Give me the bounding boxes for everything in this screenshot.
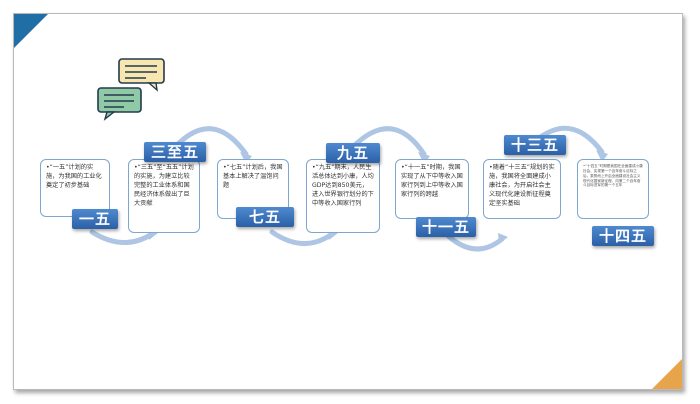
timeline-card-1: •“一五”计划的实施，为我国的工业化奠定了初步基础 [40, 159, 110, 217]
timeline-card-6: •随着“十三五”规划的实施，我国将全面建成小康社会，为开启社会主义现代化建设新征… [483, 159, 561, 219]
timeline-card-7: •“十四五”时期是我国在全面建成小康社会、实现第一个百年奋斗目标之后，乘势而上开… [577, 159, 649, 219]
timeline-label-1: 一五 [72, 209, 118, 229]
connector-arrow-6 [596, 150, 608, 162]
timeline-label-5: 十一五 [416, 217, 476, 237]
timeline-label-4: 九五 [326, 143, 380, 163]
timeline-connectors [89, 125, 608, 252]
corner-triangle-bottom-right [652, 359, 682, 389]
timeline-card-4: •“九五”期末，人民生活总体达到小康，人均GDP达到850美元，进入世界银行划分… [306, 159, 380, 233]
connector-arc-3 [269, 229, 335, 246]
timeline-label-7: 十四五 [592, 226, 654, 246]
timeline-card-5: •“十一五”时期，我国实现了从下中等收入国家行列到上中等收入国家行列的跨越 [395, 159, 469, 219]
connector-arc-1 [89, 229, 155, 245]
slide: •“一五”计划的实施，为我国的工业化奠定了初步基础 •“三五”至“五五”计划的实… [13, 13, 683, 390]
connector-arrow-4 [418, 152, 430, 164]
connector-arrow-5 [498, 233, 508, 244]
timeline-label-3: 七五 [236, 207, 294, 227]
timeline-label-6: 十三五 [504, 135, 566, 155]
connector-arc-2 [175, 126, 249, 157]
timeline-label-2: 三至五 [144, 142, 206, 162]
connector-arrow-2 [240, 152, 252, 164]
chat-bubbles-icon [97, 58, 165, 121]
connector-arc-5 [441, 229, 505, 252]
connector-arc-4 [353, 126, 427, 157]
timeline-card-2: •“三五”至“五五”计划的实施，为建立比较完整的工业体系和国民经济体系做出了巨大… [128, 159, 200, 233]
corner-triangle-top-left [14, 14, 48, 48]
